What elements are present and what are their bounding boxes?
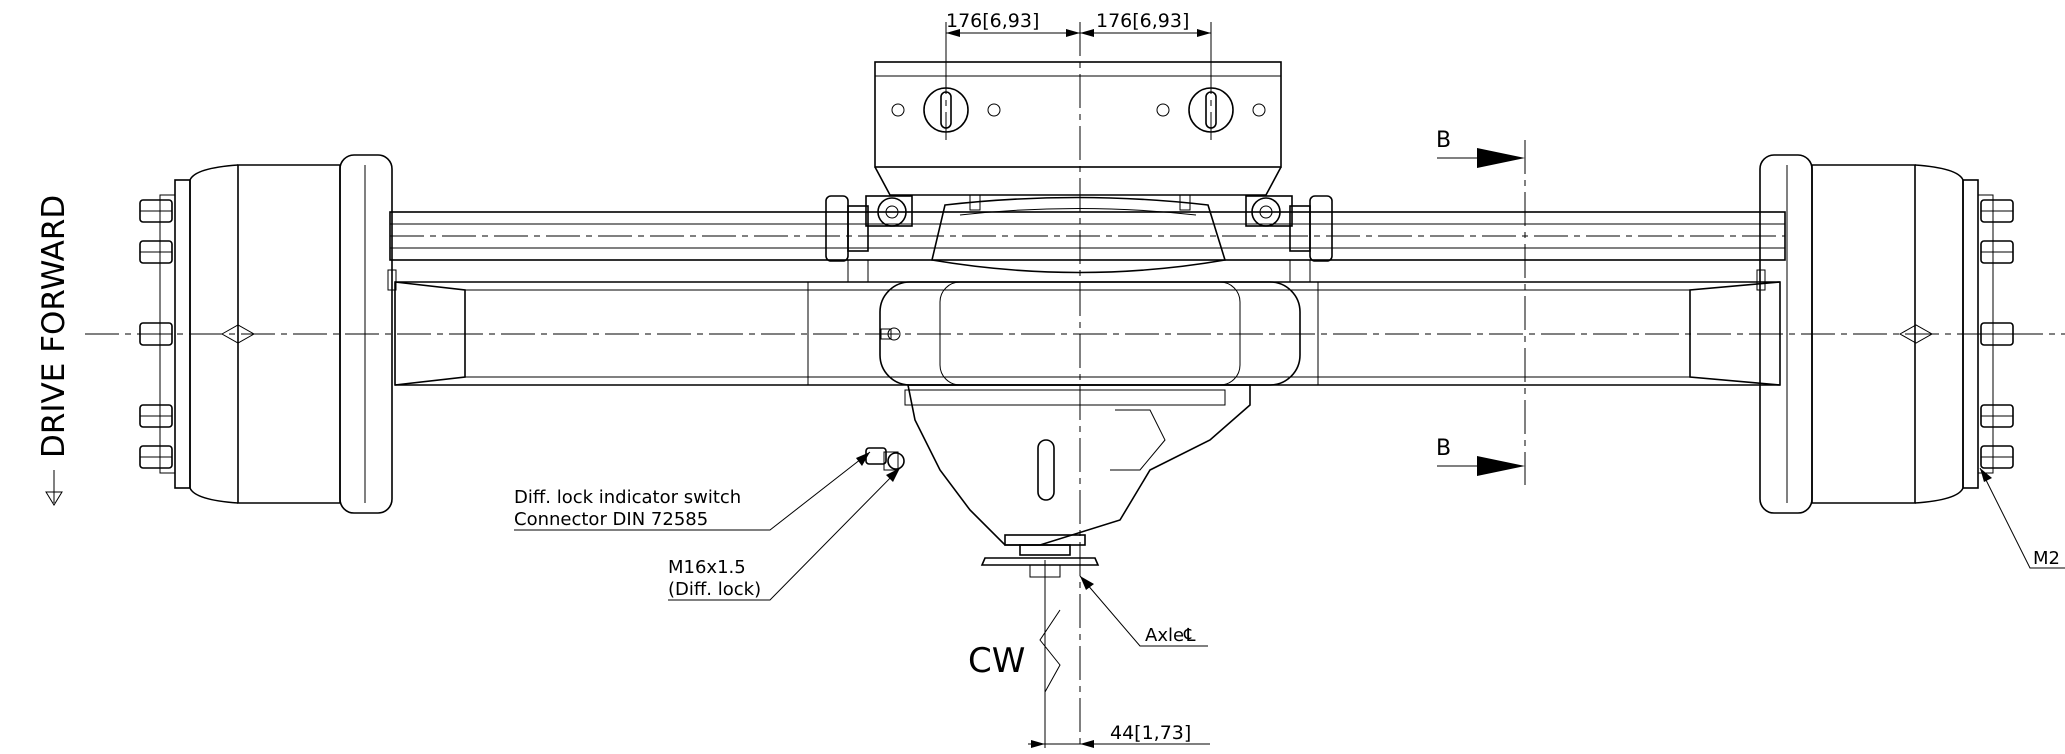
callouts: Diff. lock indicator switch Connector DI… [514, 451, 2065, 647]
top-dimensions: 176[6,93] 176[6,93] [945, 10, 1212, 92]
right-edge-callout: M2 [2033, 548, 2060, 569]
mounting-plate [874, 61, 1282, 168]
left-hub-center-mark [220, 324, 256, 344]
right-hub-center-mark [1898, 324, 1934, 344]
drive-forward-arrowhead [45, 491, 63, 506]
top-left-dimension: 176[6,93] [946, 10, 1039, 32]
gear-carrier-housing [907, 384, 1251, 546]
thread-callout-line1: M16x1.5 [668, 557, 746, 578]
left-clamp-assembly [825, 195, 913, 283]
section-b-bottom-arrowhead [1477, 456, 1525, 476]
rotation-label: CW [968, 641, 1025, 681]
diff-lock-indicator-switch-icon [865, 447, 905, 471]
rotation-indicator: CW [968, 609, 1061, 693]
axle-housing [389, 211, 1786, 386]
left-wheel-hub [139, 154, 397, 514]
cw-rotation-arrow-icon [1039, 609, 1061, 693]
switch-callout-line2: Connector DIN 72585 [514, 509, 708, 530]
differential-dome [931, 196, 1227, 274]
right-clamp-assembly [1245, 195, 1333, 283]
left-wheel-studs [139, 199, 173, 469]
axle-centerline-callout: Axle℄ [1145, 625, 1196, 646]
switch-callout-line1: Diff. lock indicator switch [514, 487, 741, 508]
drive-forward-indicator: DRIVE FORWARD [36, 195, 72, 506]
section-b-top-label: B [1436, 128, 1451, 153]
top-right-dimension: 176[6,93] [1096, 10, 1189, 32]
upper-tube [389, 211, 1786, 261]
section-b-markers: B B [1436, 128, 1525, 476]
section-b-top-arrowhead [1477, 148, 1525, 168]
centerlines [85, 22, 2065, 745]
bottom-dimension: 44[1,73] [1028, 560, 1210, 748]
differential-carrier [865, 384, 1251, 578]
bottom-dimension-value: 44[1,73] [1110, 722, 1191, 744]
thread-leader-line [668, 467, 901, 601]
drive-forward-label: DRIVE FORWARD [36, 195, 72, 458]
right-edge-leader-line [1979, 467, 2065, 569]
right-wheel-studs [1980, 199, 2014, 469]
right-wheel-hub [1756, 154, 2014, 514]
switch-leader-line [514, 451, 871, 531]
left-brake-drum [237, 164, 341, 504]
axle-leader-line [1079, 575, 1208, 647]
pinion-flange [980, 557, 1100, 566]
thread-callout-line2: (Diff. lock) [668, 579, 761, 600]
section-b-bottom-label: B [1436, 436, 1451, 461]
breather-icon [880, 327, 901, 341]
top-mounting-bracket [825, 61, 1333, 283]
